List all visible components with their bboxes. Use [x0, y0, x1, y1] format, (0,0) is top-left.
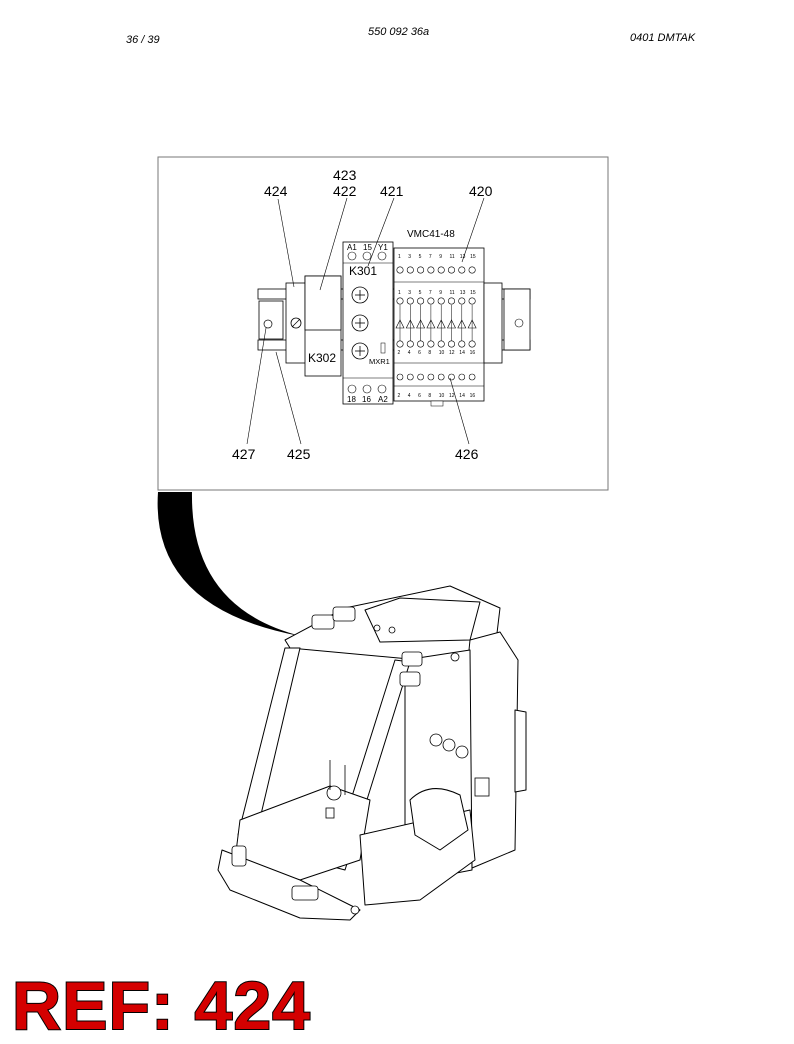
module-contact	[427, 297, 435, 305]
module-contact	[468, 373, 476, 381]
relay-k301-label: K301	[349, 264, 377, 278]
k301-terminal-y1: Y1	[378, 243, 388, 252]
module-bottom-number: 14	[459, 350, 465, 356]
ref-banner: REF: 424	[11, 968, 311, 1044]
module-top-number: 5	[419, 254, 422, 260]
module-bottom-number: 6	[418, 350, 421, 356]
k301-terminal-16: 16	[362, 395, 371, 404]
module-bottom-number: 4	[408, 350, 411, 356]
k301-terminal-15: 15	[363, 243, 372, 252]
module-bottom-number: 2	[398, 393, 401, 399]
module-contact	[437, 266, 445, 274]
module-top-number: 11	[450, 254, 455, 260]
module-contact	[447, 266, 455, 274]
module-bottom-number: 4	[408, 393, 411, 399]
module-top-number: 7	[429, 290, 432, 296]
module-contact	[447, 297, 455, 305]
module-contact	[458, 297, 466, 305]
module-bottom-number: 2	[398, 350, 401, 356]
end-stop-427	[258, 300, 284, 340]
module-bottom-number: 10	[439, 393, 445, 399]
module-contact	[437, 340, 445, 348]
module-top-number: 1	[398, 290, 401, 296]
module-contact	[427, 340, 435, 348]
module-contact	[468, 340, 476, 348]
document-number: 550 092 36a	[368, 26, 430, 38]
callout-curve	[157, 492, 305, 637]
callout-427: 427	[232, 446, 256, 462]
module-top-number: 15	[470, 254, 476, 260]
module-contact	[406, 297, 414, 305]
module-top-number: 9	[439, 290, 442, 296]
module-contact	[406, 340, 414, 348]
module-bottom-number: 12	[449, 393, 455, 399]
module-top-number: 9	[439, 254, 442, 260]
callout-420: 420	[469, 183, 493, 199]
module-bottom-number: 6	[418, 393, 421, 399]
module-top-number: 11	[450, 290, 455, 296]
module-contact	[427, 373, 435, 381]
module-contact	[417, 297, 425, 305]
module-contact	[458, 373, 466, 381]
callout-422: 422	[333, 183, 357, 199]
module-contact	[447, 340, 455, 348]
callout-425: 425	[287, 446, 311, 462]
module-top-number: 13	[460, 290, 466, 296]
detail-drawing: K302 A1 15 Y1 K301 MXR1 18 16 A2 VMC41-4…	[157, 156, 609, 491]
module-top-number: 15	[470, 290, 476, 296]
module-top-number: 3	[408, 254, 411, 260]
module-contact	[458, 340, 466, 348]
module-contact	[406, 266, 414, 274]
callout-424: 424	[264, 183, 288, 199]
cab-frame	[217, 585, 527, 921]
module-bottom-number: 8	[428, 393, 431, 399]
leader-lines	[246, 197, 485, 445]
module-contact	[427, 266, 435, 274]
module-contact	[468, 266, 476, 274]
module-bottom-number: 16	[470, 393, 476, 399]
module-contact	[417, 266, 425, 274]
module-bottom-number: 10	[439, 350, 445, 356]
cab-details	[231, 606, 490, 915]
module-bottom-number: 14	[459, 393, 465, 399]
module-top-number: 7	[429, 254, 432, 260]
module-contact	[417, 373, 424, 381]
module-contact	[458, 266, 466, 274]
module-top-number: 3	[408, 290, 411, 296]
document-code: 0401 DMTAK	[630, 32, 696, 44]
relay-k302-label: K302	[308, 351, 336, 365]
module-contact	[437, 297, 445, 305]
callout-426: 426	[455, 446, 479, 462]
module-contact	[437, 373, 445, 381]
k301-terminal-18: 18	[347, 395, 356, 404]
k301-terminal-a1: A1	[347, 243, 357, 252]
module-top-number: 1	[398, 254, 401, 260]
module-contact	[396, 373, 404, 381]
module-bottom-number: 16	[470, 350, 476, 356]
module-contact	[396, 340, 404, 348]
module-top-number: 5	[419, 290, 422, 296]
module-top-number: 13	[460, 254, 466, 260]
module-contact	[396, 297, 404, 305]
relay-k301-sublabel: MXR1	[369, 357, 390, 366]
callout-421: 421	[380, 183, 404, 199]
page-number: 36 / 39	[126, 34, 160, 46]
module-bottom-number: 8	[428, 350, 431, 356]
end-stop-hole	[263, 319, 273, 329]
right-clamp	[483, 282, 503, 364]
module-contact	[417, 340, 425, 348]
callout-423: 423	[333, 167, 357, 183]
k301-terminal-a2: A2	[378, 395, 388, 404]
module-bottom-number: 12	[449, 350, 455, 356]
module-contact	[396, 266, 404, 274]
module-contact	[468, 297, 476, 305]
module-contact	[406, 373, 414, 381]
module-label: VMC41-48	[407, 229, 455, 240]
